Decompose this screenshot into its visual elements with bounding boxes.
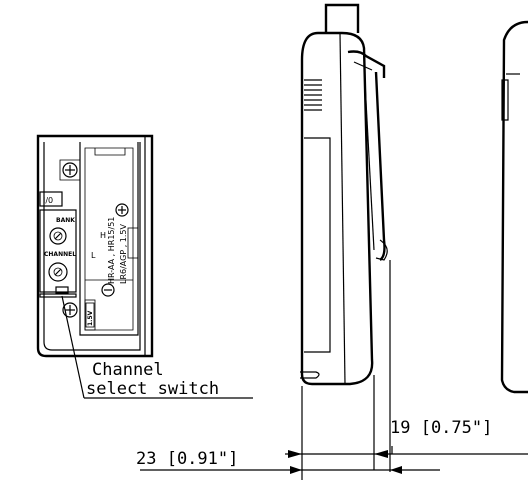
plus-terminal-icon <box>115 203 129 217</box>
battery-label-line1: HR-AA , HR15/51 <box>107 217 116 284</box>
dim-23-label: 23 [0.91"] <box>136 449 238 469</box>
channel-switch-callout: Channel select switch <box>61 295 253 399</box>
side-view-device <box>300 3 388 386</box>
vent-grille <box>304 79 322 111</box>
dim-19-label: 19 [0.75"] <box>390 418 492 438</box>
voltage-label: 1.5V <box>87 310 94 326</box>
bank-label: BANK <box>56 217 75 224</box>
channel-label: CHANNEL <box>44 251 76 258</box>
minus-terminal-icon <box>101 283 115 297</box>
power-switch-label: I/0 <box>43 196 53 205</box>
power-switch <box>39 191 63 207</box>
channel-dial-icon <box>48 262 68 282</box>
l-label: L <box>91 251 96 260</box>
dimension-lines: 19 [0.75"] 23 [0.91"] <box>136 260 528 480</box>
switch-panel-detail: I/0 BANK CHANNEL H L HR-AA , H <box>36 134 154 358</box>
screw-top-icon <box>59 159 81 181</box>
battery-label-line2: LR6/AGP , 1.5V <box>119 223 128 284</box>
belt-clip <box>347 50 388 261</box>
callout-line1: Channel <box>92 360 164 380</box>
bank-dial-icon <box>49 227 67 245</box>
h-label: H <box>100 231 106 240</box>
callout-line2: select switch <box>86 379 219 399</box>
front-view-device-partial <box>500 20 528 394</box>
screw-bottom-icon <box>62 302 78 318</box>
